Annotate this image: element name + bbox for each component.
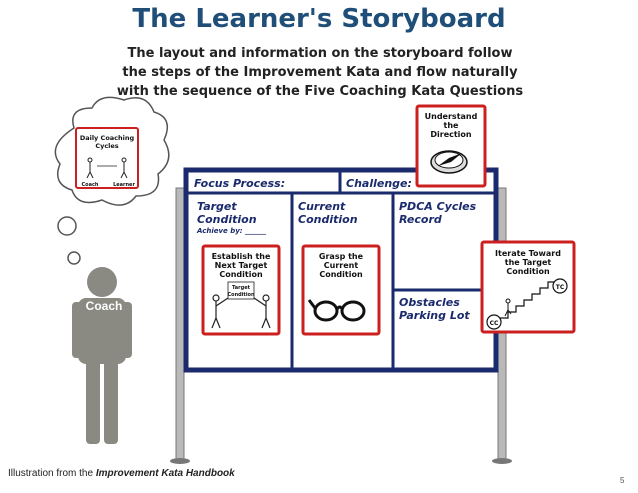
achieve-by-label: Achieve by: ______ (196, 227, 267, 235)
obstacles-label: Parking Lot (399, 309, 470, 322)
compass-icon (430, 150, 468, 174)
target-condition-label: Condition (197, 213, 257, 226)
current-condition-label: Condition (298, 213, 358, 226)
thought-dot (57, 216, 77, 236)
tc-label: TC (556, 284, 565, 291)
board-leg-left (175, 187, 185, 461)
grasp-card-text: Condition (319, 270, 363, 279)
subtitle: The layout and information on the storyb… (90, 44, 550, 101)
understand-card: Understand the Direction (415, 104, 487, 188)
establish-card-text: Next Target (215, 261, 268, 270)
learner-mini-label: Learner (113, 182, 135, 188)
person-icon (120, 157, 128, 179)
coach-figure-label: Coach (86, 299, 123, 313)
person-icon (253, 294, 271, 329)
glasses-icon (307, 299, 366, 322)
coach-figure (72, 267, 132, 444)
thought-dot (67, 251, 81, 265)
coaching-cycles-card (75, 127, 139, 189)
iterate-card-text: the Target (505, 258, 552, 267)
establish-card-text: Establish the (212, 252, 271, 261)
page-number: 5 (620, 476, 625, 485)
understand-card-text: Direction (430, 130, 472, 139)
coaching-cycles-text: Cycles (95, 142, 118, 150)
subtitle-line: with the sequence of the Five Coaching K… (116, 84, 524, 99)
understand-card-text: the (444, 121, 460, 130)
caption-prefix: Illustration from the (8, 468, 96, 479)
grasp-card-text: Grasp the (319, 252, 364, 261)
establish-card-text: Condition (219, 270, 263, 279)
establish-card: Establish the Next Target Condition Targ… (201, 244, 281, 336)
cc-label: CC (490, 320, 499, 327)
person-icon (211, 294, 229, 329)
board-foot-left (170, 458, 190, 464)
board-foot-right (492, 458, 512, 464)
grasp-card-text: Current (324, 261, 359, 270)
subtitle-line: the steps of the Improvement Kata and fl… (122, 65, 518, 80)
cc-badge (486, 314, 502, 330)
pdca-record-label: PDCA Cycles (399, 200, 477, 213)
subtitle-line: The layout and information on the storyb… (127, 46, 513, 61)
coach-mini-label: Coach (81, 182, 98, 188)
caption: Illustration from the Improvement Kata H… (8, 468, 235, 479)
challenge-label: Challenge: (346, 177, 412, 190)
understand-card-text: Understand (425, 112, 478, 121)
establish-sign-text: Condition (227, 292, 254, 298)
iterate-card: Iterate Toward the Target Condition TC C… (480, 240, 576, 334)
person-icon (86, 157, 94, 179)
establish-sign-text: Target (232, 285, 251, 291)
thought-bubble: Daily Coaching Cycles Coach Learner (54, 96, 170, 265)
iterate-card-text: Iterate Toward (495, 249, 561, 258)
grasp-card: Grasp the Current Condition (301, 244, 381, 336)
obstacles-label: Obstacles (399, 296, 460, 309)
caption-book-title: Improvement Kata Handbook (95, 468, 235, 479)
page-title: The Learner's Storyboard (132, 4, 506, 34)
pdca-record-label: Record (399, 213, 442, 226)
current-condition-label: Current (298, 200, 346, 213)
focus-process-label: Focus Process: (194, 177, 285, 190)
coaching-cycles-text: Daily Coaching (80, 134, 135, 142)
tc-badge (552, 278, 568, 294)
iterate-card-text: Condition (506, 267, 550, 276)
target-condition-label: Target (197, 200, 237, 213)
climber-icon (504, 298, 512, 317)
